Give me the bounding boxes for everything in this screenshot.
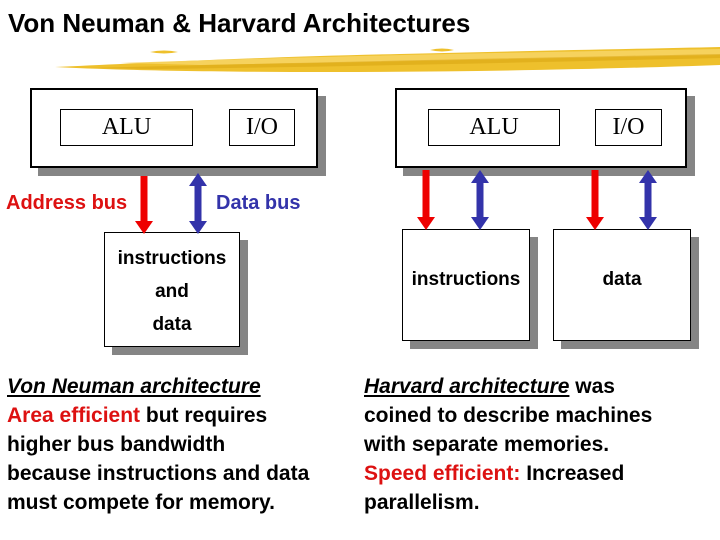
hv-data-data-arrow <box>639 170 657 230</box>
hv-description-after-highlight: Increased <box>520 462 625 485</box>
hv-cpu-box: ALU I/O <box>395 88 687 168</box>
vn-memory-box: instructions and data <box>104 232 240 347</box>
vn-description-after-highlight: but requires <box>140 404 268 427</box>
vn-address-bus-arrow <box>135 176 153 234</box>
slide-title: Von Neuman & Harvard Architectures <box>8 8 471 38</box>
vn-memory-line3: data <box>152 314 192 335</box>
vn-data-bus-arrow <box>189 173 207 234</box>
vn-io-label: I/O <box>246 114 278 140</box>
hv-alu-box: ALU <box>428 109 560 146</box>
vn-description: Von Neuman architecture Area efficient b… <box>7 372 365 517</box>
hv-description: Harvard architecture was coined to descr… <box>364 372 718 517</box>
hv-description-heading: Harvard architecture <box>364 375 570 398</box>
vn-io-box: I/O <box>229 109 295 146</box>
hv-instruction-data-arrow <box>471 170 489 230</box>
vn-alu-box: ALU <box>60 109 193 146</box>
vn-description-line5: must compete for memory. <box>7 491 276 514</box>
title-brush-underline <box>55 47 720 72</box>
hv-instruction-address-arrow <box>417 170 435 230</box>
hv-io-box: I/O <box>595 109 662 146</box>
vn-cpu-box: ALU I/O <box>30 88 318 168</box>
vn-description-line4: because instructions and data <box>7 462 310 485</box>
vn-description-line3: higher bus bandwidth <box>7 433 226 456</box>
hv-description-line3: with separate memories. <box>364 433 610 456</box>
hv-instruction-memory-label: instructions <box>411 269 521 290</box>
vn-memory-line1: instructions <box>117 248 227 269</box>
hv-description-highlight: Speed efficient: <box>364 462 521 485</box>
hv-description-line2: coined to describe machines <box>364 404 653 427</box>
hv-alu-label: ALU <box>469 114 519 140</box>
vn-description-highlight: Area efficient <box>7 404 141 427</box>
address-bus-label: Address bus <box>6 192 128 214</box>
vn-description-heading: Von Neuman architecture <box>7 375 261 398</box>
vn-alu-label: ALU <box>101 114 152 140</box>
hv-description-after-heading: was <box>569 375 615 398</box>
hv-data-memory-label: data <box>602 269 642 290</box>
hv-data-address-arrow <box>586 170 604 230</box>
hv-data-memory-box: data <box>553 229 691 341</box>
hv-instruction-memory-box: instructions <box>402 229 530 341</box>
data-bus-label: Data bus <box>216 192 301 214</box>
hv-io-label: I/O <box>612 114 645 140</box>
vn-memory-line2: and <box>155 281 189 302</box>
hv-description-line5: parallelism. <box>364 491 480 514</box>
